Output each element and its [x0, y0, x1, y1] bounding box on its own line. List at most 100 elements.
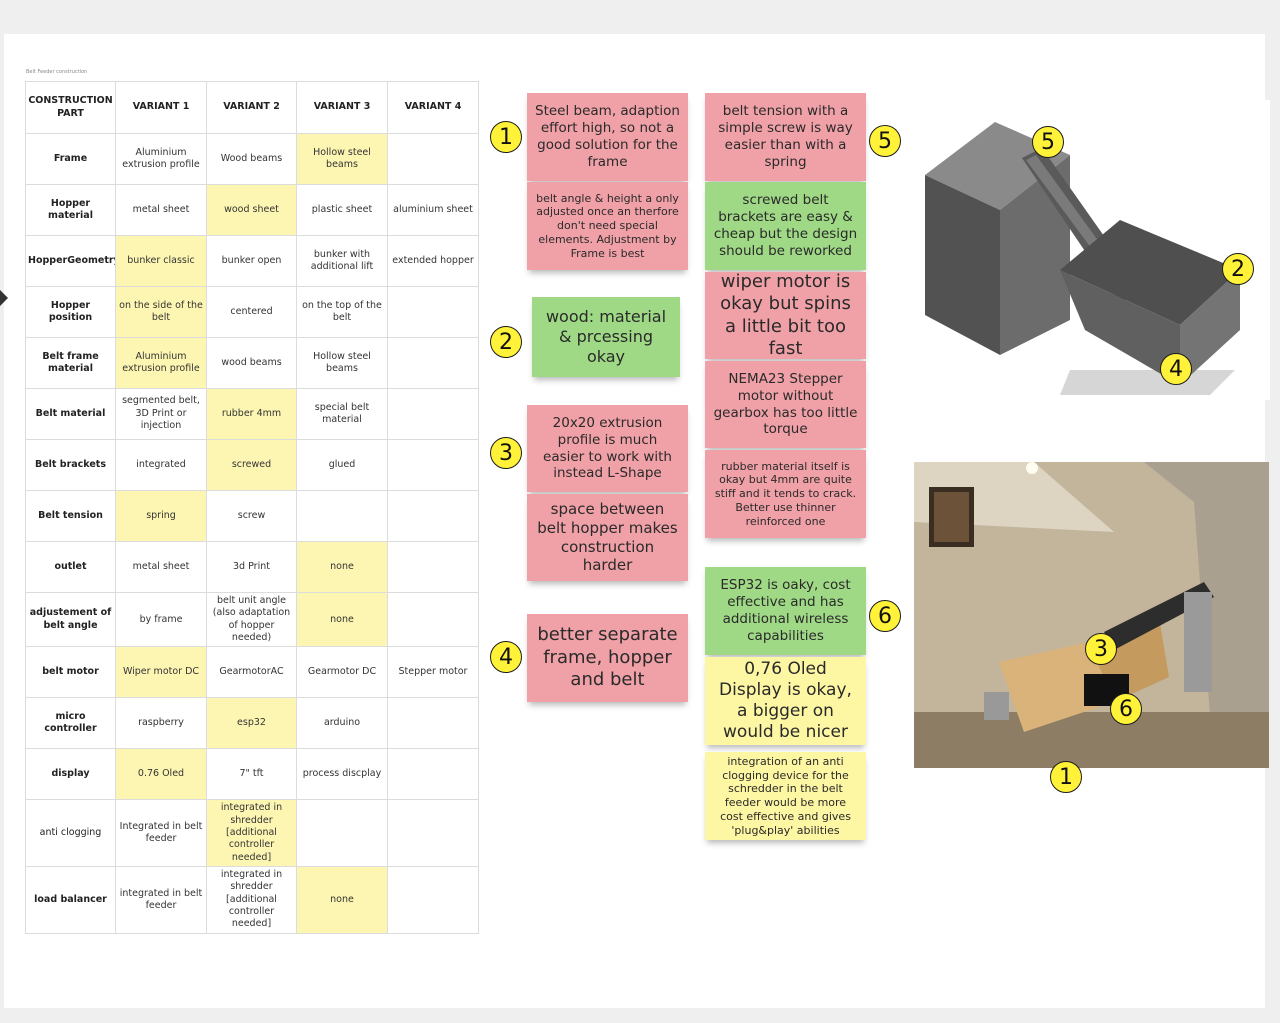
- marker-1[interactable]: 1: [490, 121, 522, 153]
- variant-cell[interactable]: none: [296, 591, 388, 648]
- variant-cell[interactable]: integrated: [115, 439, 207, 491]
- variant-cell[interactable]: arduino: [296, 697, 388, 750]
- marker-6[interactable]: 6: [869, 600, 901, 632]
- variant-cell[interactable]: [387, 439, 479, 491]
- variant-cell[interactable]: [387, 866, 479, 934]
- variant-cell[interactable]: bunker with additional lift: [296, 235, 388, 287]
- photo-marker-3[interactable]: 3: [1085, 633, 1117, 665]
- variant-cell[interactable]: Gearmotor DC: [296, 646, 388, 699]
- variant-cell[interactable]: 0.76 Oled: [115, 748, 207, 801]
- variant-cell[interactable]: belt unit angle (also adaptation of hopp…: [206, 591, 297, 648]
- variant-cell[interactable]: special belt material: [296, 388, 388, 440]
- variant-cell[interactable]: [387, 133, 479, 185]
- sticky-note-oled-display[interactable]: 0,76 Oled Display is okay, a bigger on w…: [705, 657, 866, 745]
- variant-cell[interactable]: aluminium sheet: [387, 184, 479, 236]
- variant-cell[interactable]: GearmotorAC: [206, 646, 297, 699]
- sticky-note-belt-angle[interactable]: belt angle & height a only adjusted once…: [527, 182, 688, 270]
- variant-cell[interactable]: by frame: [115, 591, 207, 648]
- variant-cell[interactable]: [296, 799, 388, 868]
- sticky-note-wiper-motor[interactable]: wiper motor is okay but spins a little b…: [705, 271, 866, 359]
- cad-marker-2[interactable]: 2: [1222, 253, 1254, 285]
- sticky-note-wood[interactable]: wood: material & prcessing okay: [532, 297, 680, 377]
- sticky-note-extrusion-profile[interactable]: 20x20 extrusion profile is much easier t…: [527, 405, 688, 492]
- cad-marker-4[interactable]: 4: [1160, 353, 1192, 385]
- variant-cell[interactable]: centered: [206, 286, 297, 338]
- variant-cell[interactable]: Wood beams: [206, 133, 297, 185]
- variant-cell[interactable]: wood sheet: [206, 184, 297, 236]
- variant-cell[interactable]: Aluminium extrusion profile: [115, 337, 207, 389]
- variant-cell[interactable]: on the top of the belt: [296, 286, 388, 338]
- variant-cell[interactable]: screwed: [206, 439, 297, 491]
- variant-cell[interactable]: [387, 748, 479, 801]
- variant-cell[interactable]: Wiper motor DC: [115, 646, 207, 699]
- variant-cell[interactable]: bunker open: [206, 235, 297, 287]
- variant-cell[interactable]: wood beams: [206, 337, 297, 389]
- sticky-note-nema23[interactable]: NEMA23 Stepper motor without gearbox has…: [705, 361, 866, 448]
- photo-marker-1[interactable]: 1: [1050, 761, 1082, 793]
- variant-cell[interactable]: [387, 541, 479, 593]
- marker-5[interactable]: 5: [869, 125, 901, 157]
- variant-cell[interactable]: [387, 591, 479, 648]
- row-part-label: Belt frame material: [25, 337, 116, 389]
- sticky-note-esp32[interactable]: ESP32 is oaky, cost effective and has ad…: [705, 567, 866, 655]
- sticky-note-anti-clogging[interactable]: integration of an anti clogging device f…: [705, 752, 866, 840]
- variant-cell[interactable]: bunker classic: [115, 235, 207, 287]
- variant-cell[interactable]: none: [296, 866, 388, 934]
- variant-cell[interactable]: 7" tft: [206, 748, 297, 801]
- variant-cell[interactable]: [387, 337, 479, 389]
- variant-cell[interactable]: [387, 799, 479, 868]
- variant-cell[interactable]: Hollow steel beams: [296, 337, 388, 389]
- cad-render-image[interactable]: [910, 100, 1270, 400]
- collapse-arrow-icon[interactable]: [0, 290, 8, 306]
- variant-cell[interactable]: esp32: [206, 697, 297, 750]
- variant-cell[interactable]: [387, 490, 479, 542]
- cad-marker-5[interactable]: 5: [1032, 126, 1064, 158]
- variant-cell[interactable]: [296, 490, 388, 542]
- variant-cell[interactable]: integrated in belt feeder: [115, 866, 207, 934]
- sticky-note-steel-beam[interactable]: Steel beam, adaption effort high, so not…: [527, 93, 688, 181]
- row-part-label: load balancer: [25, 866, 116, 934]
- variant-cell[interactable]: Hollow steel beams: [296, 133, 388, 185]
- variant-cell[interactable]: metal sheet: [115, 184, 207, 236]
- sticky-note-belt-tension[interactable]: belt tension with a simple screw is way …: [705, 93, 866, 181]
- sticky-note-rubber-material[interactable]: rubber material itself is okay but 4mm a…: [705, 450, 866, 538]
- variant-cell[interactable]: segmented belt, 3D Print or injection: [115, 388, 207, 440]
- variant-cell[interactable]: [387, 286, 479, 338]
- variant-cell[interactable]: glued: [296, 439, 388, 491]
- variant-cell[interactable]: none: [296, 541, 388, 593]
- variant-cell[interactable]: spring: [115, 490, 207, 542]
- variant-cell[interactable]: Integrated in belt feeder: [115, 799, 207, 868]
- variant-cell[interactable]: integrated in shredder [additional contr…: [206, 799, 297, 868]
- variant-cell[interactable]: screw: [206, 490, 297, 542]
- marker-2[interactable]: 2: [490, 326, 522, 358]
- variant-cell[interactable]: on the side of the belt: [115, 286, 207, 338]
- variant-cell[interactable]: 3d Print: [206, 541, 297, 593]
- sticky-note-space-belt-hopper[interactable]: space between belt hopper makes construc…: [527, 494, 688, 581]
- cad-hopper-inner: [1060, 220, 1240, 325]
- header-variant-2: VARIANT 2: [206, 81, 297, 134]
- header-variant-4: VARIANT 4: [387, 81, 479, 134]
- marker-3[interactable]: 3: [490, 437, 522, 469]
- variant-cell[interactable]: raspberry: [115, 697, 207, 750]
- variant-cell[interactable]: extended hopper: [387, 235, 479, 287]
- variant-cell[interactable]: metal sheet: [115, 541, 207, 593]
- photo-marker-6[interactable]: 6: [1110, 693, 1142, 725]
- marker-4[interactable]: 4: [490, 641, 522, 673]
- row-part-label: anti clogging: [25, 799, 116, 868]
- variant-cell[interactable]: Aluminium extrusion profile: [115, 133, 207, 185]
- variant-cell[interactable]: plastic sheet: [296, 184, 388, 236]
- workshop-photo[interactable]: [914, 462, 1269, 768]
- variant-cell[interactable]: process discplay: [296, 748, 388, 801]
- variant-cell[interactable]: [387, 388, 479, 440]
- variant-cell[interactable]: rubber 4mm: [206, 388, 297, 440]
- variant-cell[interactable]: [387, 697, 479, 750]
- sticky-note-separate-parts[interactable]: better separate frame, hopper and belt: [527, 614, 688, 702]
- variant-cell[interactable]: integrated in shredder [additional contr…: [206, 866, 297, 934]
- sticky-note-belt-brackets[interactable]: screwed belt brackets are easy & cheap b…: [705, 182, 866, 270]
- photo-shredder: [1184, 592, 1212, 692]
- variant-cell[interactable]: Stepper motor: [387, 646, 479, 699]
